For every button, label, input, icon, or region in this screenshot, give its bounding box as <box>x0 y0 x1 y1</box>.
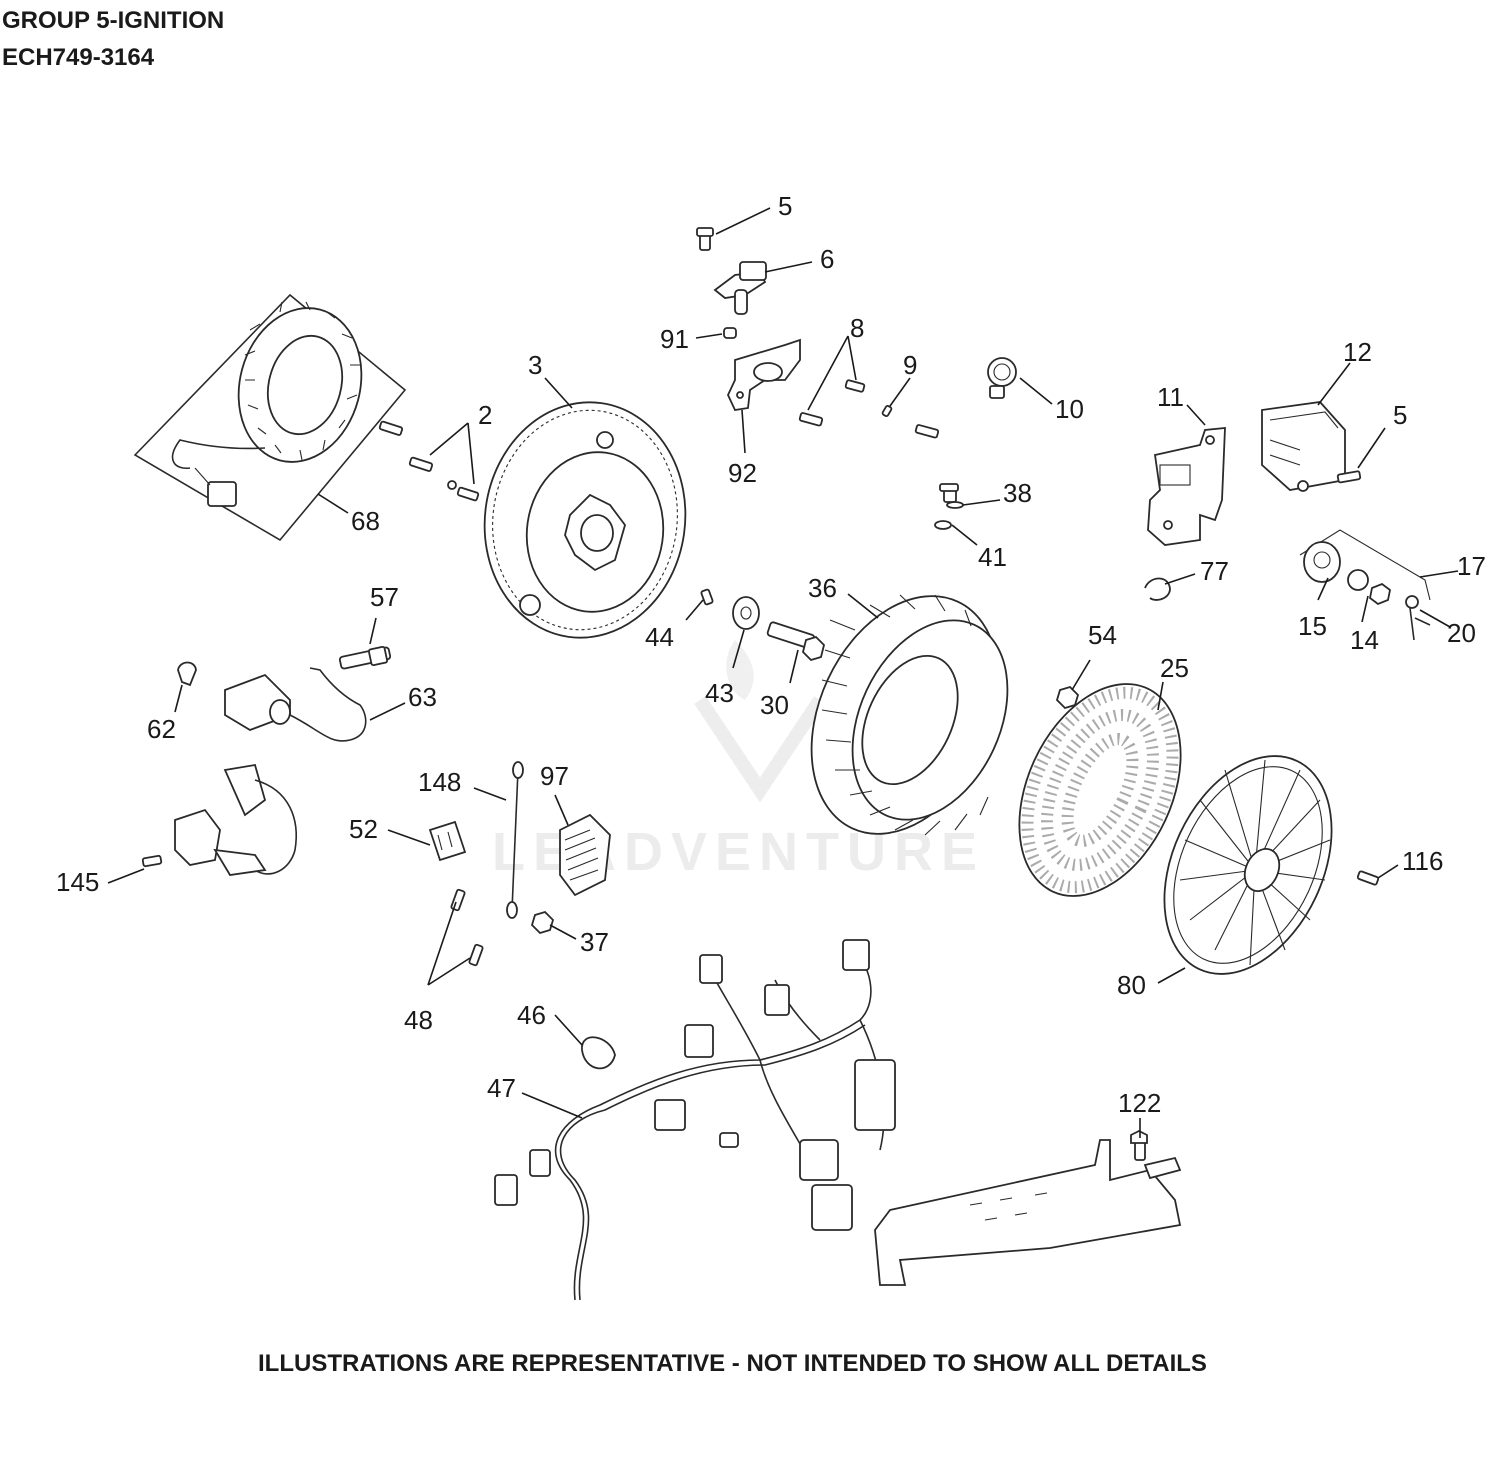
callout-116: 116 <box>1402 846 1443 876</box>
callout-3: 3 <box>528 350 542 380</box>
flywheel-screws-2 <box>378 420 480 502</box>
callout-15: 15 <box>1298 611 1327 641</box>
callout-25: 25 <box>1160 653 1189 683</box>
ground-strap-148 <box>506 761 524 919</box>
callout-92: 92 <box>728 458 757 488</box>
spark-plug-57 <box>338 645 392 670</box>
stator-assembly-68 <box>133 293 407 542</box>
callout-11: 11 <box>1157 382 1184 412</box>
ecu-12 <box>1261 401 1346 492</box>
wiring-harness-47 <box>494 939 896 1301</box>
screw-misc <box>914 424 964 530</box>
ignition-coil-63 <box>224 667 367 742</box>
callout-47: 47 <box>487 1073 516 1103</box>
callout-52: 52 <box>349 814 378 844</box>
clamp-46 <box>581 1036 616 1070</box>
screw-116 <box>1356 870 1380 886</box>
camshaft-sensor-6 <box>713 261 767 315</box>
fan-cover-80 <box>1163 755 1333 975</box>
screws-48 <box>450 888 484 967</box>
bolt-122 <box>1130 1129 1148 1161</box>
bracket-11 <box>1147 427 1226 546</box>
callout-8: 8 <box>850 313 864 343</box>
callout-68: 68 <box>351 506 380 536</box>
washer-43 <box>732 596 760 630</box>
callout-91: 91 <box>660 324 689 354</box>
cooling-fan-36 <box>810 594 1009 836</box>
disclaimer-footer: ILLUSTRATIONS ARE REPRESENTATIVE - NOT I… <box>258 1350 1207 1377</box>
callout-5-top: 5 <box>778 191 792 221</box>
callout-2: 2 <box>478 400 492 430</box>
callout-12: 12 <box>1343 337 1372 367</box>
callout-37: 37 <box>580 927 609 957</box>
callout-14: 14 <box>1350 625 1379 655</box>
clip-77 <box>1144 577 1171 601</box>
key-switch-group-17 <box>1299 529 1431 641</box>
clip-62 <box>177 661 197 687</box>
callout-6: 6 <box>820 244 834 274</box>
callout-41: 41 <box>978 542 1007 572</box>
callout-145: 145 <box>56 867 99 897</box>
callout-62: 62 <box>147 714 176 744</box>
flywheel-3 <box>483 401 687 639</box>
screws-8 <box>798 379 866 427</box>
callout-5-right: 5 <box>1393 400 1407 430</box>
callout-77: 77 <box>1200 556 1229 586</box>
callout-30: 30 <box>760 690 789 720</box>
callout-36: 36 <box>808 573 837 603</box>
ignition-module-145 <box>141 763 297 876</box>
callout-17: 17 <box>1457 551 1486 581</box>
callout-80: 80 <box>1117 970 1146 1000</box>
callout-97: 97 <box>540 761 569 791</box>
sensor-10 <box>987 357 1017 399</box>
screw-5-top <box>696 227 714 251</box>
callout-9: 9 <box>903 350 917 380</box>
callout-44: 44 <box>645 622 674 652</box>
callout-10: 10 <box>1055 394 1084 424</box>
key-9 <box>881 405 893 417</box>
callout-46: 46 <box>517 1000 546 1030</box>
leader-lines <box>107 207 1459 1138</box>
bracket-92 <box>727 338 801 411</box>
rectifier-97 <box>559 813 611 897</box>
debris-screen-25 <box>1018 683 1182 897</box>
connector-52 <box>428 820 467 862</box>
callout-48: 48 <box>404 1005 433 1035</box>
mounting-bracket <box>874 1139 1182 1286</box>
callout-43: 43 <box>705 678 734 708</box>
screw-5-right <box>1336 470 1362 484</box>
callout-57: 57 <box>370 582 399 612</box>
callout-63: 63 <box>408 682 437 712</box>
callout-numbers: 5 6 91 8 9 10 3 2 92 11 12 5 68 38 41 77… <box>56 191 1486 1118</box>
group-title: GROUP 5-IGNITION <box>2 7 225 34</box>
callout-148: 148 <box>418 767 461 797</box>
callout-122: 122 <box>1118 1088 1161 1118</box>
model-code: ECH749-3164 <box>2 44 155 71</box>
flywheel-bolt-30 <box>766 621 825 662</box>
callout-20: 20 <box>1447 618 1476 648</box>
callout-38: 38 <box>1003 478 1032 508</box>
screw-37 <box>530 910 555 935</box>
key-44 <box>700 588 714 606</box>
callout-54: 54 <box>1088 620 1117 650</box>
nut-91 <box>723 327 737 339</box>
